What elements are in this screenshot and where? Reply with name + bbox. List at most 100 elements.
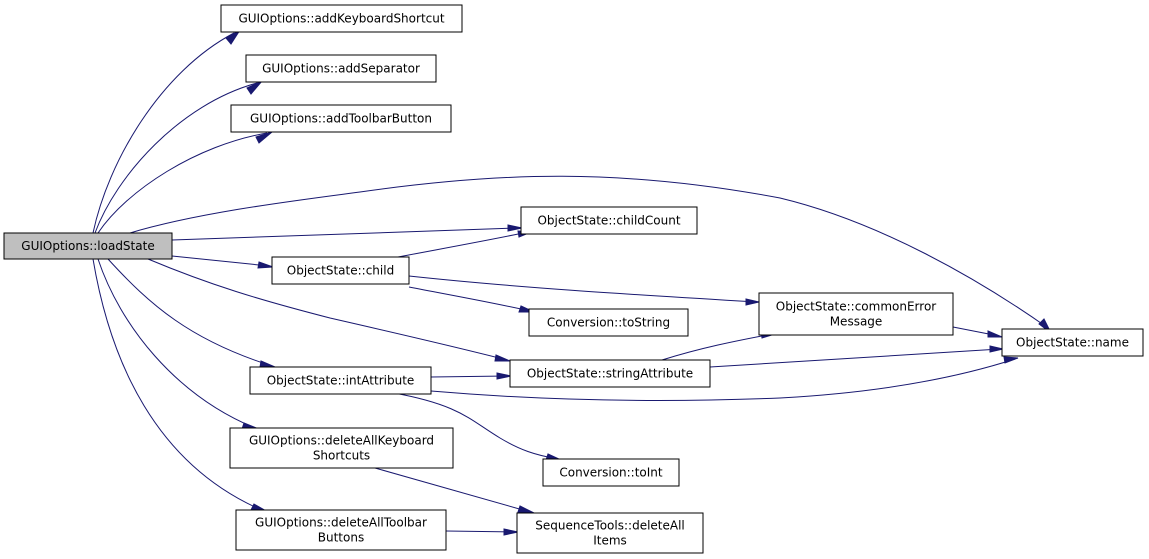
arrowhead-icon — [257, 261, 274, 269]
node-label: GUIOptions::deleteAllKeyboard — [249, 434, 434, 448]
node-box[interactable] — [509, 359, 711, 388]
edge-line — [147, 258, 508, 361]
node-label: ObjectState::intAttribute — [267, 374, 415, 388]
edge-line — [97, 132, 268, 234]
arrowhead-icon — [246, 80, 263, 95]
arrowhead-icon — [225, 29, 241, 45]
node-box[interactable] — [542, 458, 680, 487]
edge-line — [374, 467, 531, 513]
node-label: SequenceTools::deleteAll — [535, 519, 685, 533]
arrowhead-icon — [496, 372, 512, 380]
node-box[interactable] — [235, 509, 447, 551]
edge-line — [393, 392, 559, 460]
node-label: Conversion::toString — [547, 316, 670, 330]
edges-layer — [92, 29, 1052, 536]
arrowhead-icon — [503, 528, 519, 536]
node-label: GUIOptions::loadState — [21, 239, 154, 253]
node-label: Message — [830, 315, 883, 329]
node-addSeparator[interactable]: GUIOptions::addSeparator — [245, 54, 437, 83]
node-box[interactable] — [230, 104, 452, 133]
node-toInt[interactable]: Conversion::toInt — [542, 458, 680, 487]
edge-commonErrorMessage-to-name — [952, 326, 1003, 338]
edge-loadState-to-stringAttribute — [147, 258, 511, 362]
node-box[interactable] — [1001, 328, 1144, 357]
node-addToolbarButton[interactable]: GUIOptions::addToolbarButton — [230, 104, 452, 133]
edge-line — [709, 348, 1001, 368]
edge-line — [171, 227, 519, 241]
edge-stringAttribute-to-name — [709, 345, 1004, 368]
node-box[interactable] — [758, 292, 954, 336]
node-box[interactable] — [245, 54, 437, 83]
edge-line — [408, 286, 531, 312]
arrowhead-icon — [1003, 356, 1019, 364]
node-stringAttribute[interactable]: ObjectState::stringAttribute — [509, 359, 711, 388]
edge-loadState-to-deleteAllToolbarButtons — [92, 258, 269, 513]
node-label: Shortcuts — [313, 449, 370, 463]
node-label: GUIOptions::addKeyboardShortcut — [238, 12, 444, 26]
arrowhead-icon — [494, 354, 511, 362]
edge-line — [92, 258, 265, 512]
node-box[interactable] — [520, 206, 698, 235]
node-box[interactable] — [271, 256, 410, 285]
edge-line — [94, 82, 258, 234]
node-box[interactable] — [220, 4, 463, 33]
node-loadState[interactable]: GUIOptions::loadState — [3, 232, 173, 260]
arrowhead-icon — [259, 360, 276, 368]
edge-loadState-to-deleteAllKeyboardShortcuts — [97, 258, 260, 430]
node-label: Items — [593, 534, 627, 548]
node-label: ObjectState::child — [287, 264, 394, 278]
arrowhead-icon — [255, 131, 273, 144]
node-box[interactable] — [3, 232, 173, 260]
edge-loadState-to-addToolbarButton — [97, 131, 273, 234]
node-toString[interactable]: Conversion::toString — [528, 308, 689, 337]
edge-line — [408, 275, 757, 303]
nodes-layer: GUIOptions::loadState GUIOptions::addKeyb… — [3, 4, 1144, 554]
edge-loadState-to-addKeyboardShortcut — [92, 29, 241, 234]
edge-deleteAllToolbarButtons-to-deleteAllItems — [445, 528, 519, 536]
arrowhead-icon — [517, 505, 535, 514]
node-box[interactable] — [249, 366, 432, 395]
edge-line — [661, 333, 773, 361]
node-box[interactable] — [516, 512, 704, 554]
edge-loadState-to-childCount — [171, 224, 523, 241]
node-child[interactable]: ObjectState::child — [271, 256, 410, 285]
edge-child-to-toString — [408, 286, 535, 313]
node-label: ObjectState::childCount — [537, 214, 680, 228]
node-label: GUIOptions::addToolbarButton — [250, 112, 432, 126]
node-label: GUIOptions::addSeparator — [262, 62, 420, 76]
node-label: Buttons — [318, 531, 364, 545]
arrowhead-icon — [987, 330, 1003, 338]
node-addKeyboardShortcut[interactable]: GUIOptions::addKeyboardShortcut — [220, 4, 463, 33]
edge-line — [92, 32, 235, 234]
node-name[interactable]: ObjectState::name — [1001, 328, 1144, 357]
node-intAttribute[interactable]: ObjectState::intAttribute — [249, 366, 432, 395]
edge-child-to-commonErrorMessage — [408, 275, 760, 306]
edge-deleteAllKeyboardShortcuts-to-deleteAllItems — [374, 467, 535, 514]
edge-line — [107, 258, 273, 367]
node-box[interactable] — [229, 427, 454, 469]
edge-loadState-to-intAttribute — [107, 258, 276, 368]
edge-child-to-childCount — [397, 230, 532, 258]
node-label: ObjectState::name — [1016, 336, 1129, 350]
node-childCount[interactable]: ObjectState::childCount — [520, 206, 698, 235]
edge-line — [430, 375, 508, 378]
edge-line — [397, 231, 529, 258]
edge-line — [430, 358, 1016, 401]
node-label: GUIOptions::deleteAllToolbar — [255, 516, 427, 530]
edge-intAttribute-to-stringAttribute — [430, 372, 512, 380]
arrowhead-icon — [989, 345, 1004, 353]
edge-loadState-to-addSeparator — [94, 80, 263, 234]
arrowhead-icon — [507, 224, 523, 232]
node-box[interactable] — [528, 308, 689, 337]
edge-line — [445, 530, 515, 533]
edge-line — [129, 175, 1049, 329]
arrowhead-icon — [745, 298, 760, 306]
edge-loadState-to-child — [171, 255, 274, 269]
node-label: Conversion::toInt — [559, 466, 663, 480]
node-label: ObjectState::commonError — [776, 300, 937, 314]
